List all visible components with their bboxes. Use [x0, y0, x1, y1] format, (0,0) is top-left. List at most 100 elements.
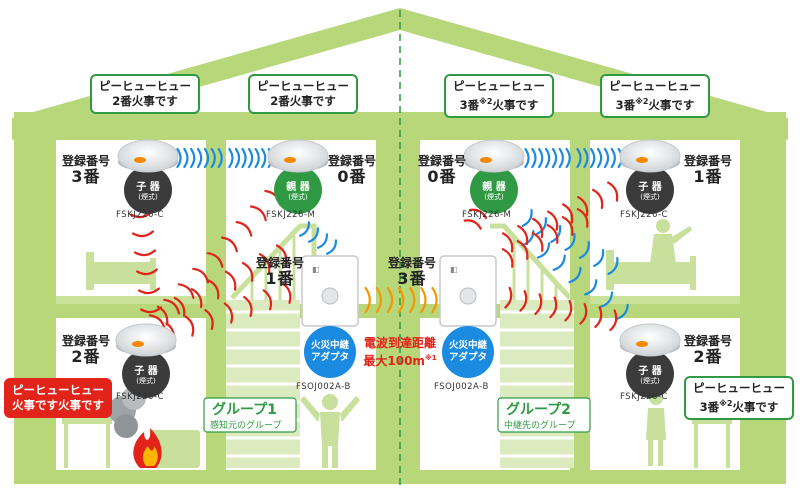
radio-wave-blue — [584, 279, 598, 296]
bubble-text: 2番火事です — [112, 94, 178, 108]
radio-wave-red — [546, 224, 559, 244]
bubble-text: ピーヒューヒュー — [12, 383, 104, 397]
radio-wave-blue — [210, 147, 216, 169]
radio-wave-red — [190, 288, 203, 309]
group1-title: グループ1 — [212, 402, 277, 418]
bubble-text: 3番※2火事です — [450, 94, 548, 113]
smoke-detector — [619, 139, 681, 214]
radio-wave-blue — [261, 147, 267, 169]
radio-wave-red — [516, 240, 529, 260]
radio-wave-red — [241, 261, 254, 282]
registration-label: 登録番号 3番 — [384, 256, 440, 288]
svg-text:◧: ◧ — [312, 265, 320, 274]
radio-wave-relay — [386, 286, 394, 314]
registration-label: 登録番号 1番 — [680, 154, 736, 186]
radio-wave-blue — [593, 249, 605, 267]
radio-wave-red — [468, 208, 488, 220]
radio-wave-red — [561, 216, 574, 236]
smoke-detector — [115, 323, 177, 398]
radio-wave-blue — [610, 147, 616, 169]
radio-wave-blue — [565, 147, 571, 169]
radio-wave-blue — [544, 147, 551, 169]
bubble-group1-a: ピーヒューヒュー 2番火事です — [90, 74, 200, 114]
registration-label-text: 登録番号 — [61, 334, 110, 348]
bubble-text: ピーヒューヒュー — [693, 381, 785, 395]
registration-label-text: 登録番号 — [61, 154, 110, 168]
range-line: 最大100m — [363, 354, 425, 368]
person-cheering — [300, 394, 360, 468]
radio-wave-red — [504, 286, 513, 309]
bubble-text: ピーヒューヒュー — [609, 79, 701, 93]
bubble-fire-origin: ピーヒューヒュー 火事です火事です — [4, 378, 112, 418]
radio-wave-blue — [247, 147, 254, 169]
radio-wave-blue — [568, 266, 582, 284]
bubble-text-part: 3番 — [615, 97, 636, 112]
radio-wave-red — [173, 296, 186, 317]
adapter-left-badge — [304, 326, 356, 378]
radio-wave-blue — [196, 147, 203, 169]
registration-label-text: 登録番号 — [683, 154, 732, 168]
radio-wave-red — [282, 282, 292, 304]
radio-wave-blue — [576, 147, 582, 169]
bubble-group2-b: ピーヒューヒュー 3番※2火事です — [600, 74, 710, 118]
adapter-label: 火災中継 アダプタ — [442, 340, 494, 364]
radio-wave-blue — [583, 147, 589, 169]
registration-label: 登録番号 3番 — [58, 154, 114, 186]
registration-label: 登録番号 1番 — [252, 256, 308, 288]
detector-model: FSKJ226-C — [620, 392, 668, 402]
radio-wave-red — [204, 309, 214, 331]
radio-wave-red — [140, 306, 162, 314]
group1-subtitle: 感知元のグループ — [210, 421, 282, 431]
detector-label: 子 器(煙式) — [630, 182, 670, 202]
radio-wave-red — [138, 287, 160, 295]
radio-wave-red — [224, 270, 237, 291]
radio-wave-blue — [535, 217, 548, 235]
smoke-detector — [117, 139, 179, 214]
footnote-mark: ※1 — [424, 354, 437, 362]
radio-wave-blue — [190, 147, 196, 169]
radio-wave-blue — [241, 147, 247, 169]
radio-wave-blue — [550, 225, 562, 243]
group2-subtitle: 中継先のグループ — [504, 421, 576, 431]
radio-wave-red — [534, 293, 543, 315]
smoke-detector — [463, 139, 525, 214]
bubble-text: ピーヒューヒュー — [257, 79, 349, 93]
detector-type: (煙式) — [640, 377, 660, 385]
radio-wave-blue — [615, 303, 629, 320]
radio-wave-red — [592, 188, 604, 209]
radio-wave-red — [258, 253, 271, 274]
red-waves — [130, 181, 619, 344]
radio-wave-red — [249, 205, 267, 222]
range-line: 電波到達距離 — [363, 336, 436, 350]
radio-wave-red — [576, 208, 589, 228]
radio-wave-red — [549, 296, 558, 319]
registration-number: 1番 — [693, 167, 723, 186]
bubble-text-part: 3番 — [459, 97, 480, 112]
radio-wave-relay — [420, 286, 427, 314]
bubble-text-part: 火事です — [732, 399, 779, 414]
registration-label: 登録番号 0番 — [414, 154, 470, 186]
detector-label: 子 器(煙式) — [128, 182, 168, 202]
bubble-group2-a: ピーヒューヒュー 3番※2火事です — [444, 74, 554, 118]
bed-right — [606, 250, 696, 290]
detector-type: (煙式) — [136, 377, 156, 385]
detector-type: (煙式) — [138, 193, 158, 201]
radio-wave-blue — [552, 254, 566, 271]
footnote-mark: ※2 — [635, 97, 649, 106]
radio-wave-red — [207, 279, 220, 300]
radio-wave-blue — [521, 209, 533, 227]
radio-wave-red — [501, 248, 514, 268]
detector-label: 子 器(煙式) — [126, 366, 166, 386]
radio-wave-blue — [603, 147, 610, 169]
footnote-mark: ※2 — [479, 97, 493, 106]
registration-label-text: 登録番号 — [255, 256, 304, 270]
detector-role: 子 器 — [638, 366, 662, 377]
adapter-right-badge — [442, 326, 494, 378]
registration-number: 3番 — [71, 167, 101, 186]
radio-wave-red — [532, 217, 544, 238]
registration-label: 登録番号 2番 — [58, 334, 114, 366]
radio-wave-red — [502, 232, 514, 253]
radio-wave-relay — [431, 286, 438, 314]
radio-wave-blue — [536, 242, 551, 259]
